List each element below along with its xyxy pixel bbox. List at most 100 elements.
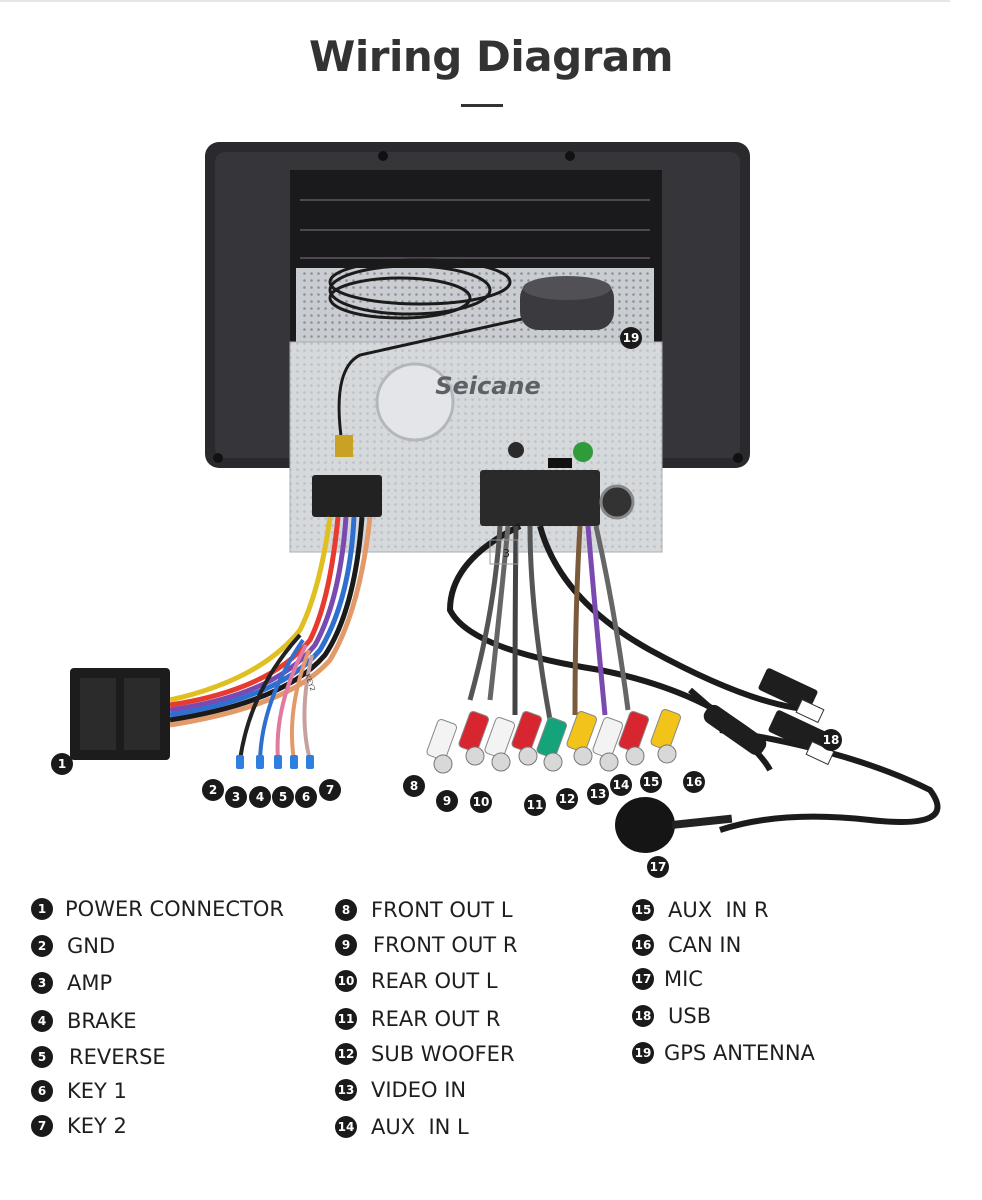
callout-15: 15 [640,771,662,793]
rca-plug-6 [566,711,598,753]
rca-plug-group [426,709,682,774]
rca-plug-tip-7 [599,752,619,772]
rca-plug-tip-8 [625,746,645,766]
antenna-input-jack [599,484,635,520]
can-in-plug [703,704,767,756]
callout-12: 12 [556,788,578,810]
legend-number: 8 [335,899,357,921]
legend-item: 7 KEY 2 [31,1114,127,1138]
rca-plug-1 [426,719,458,761]
legend-item: 5 REVERSE [31,1045,166,1069]
rca-plug-4 [511,711,543,753]
legend-number: 18 [632,1005,654,1027]
callout-19: 19 [620,327,642,349]
av-harness-socket [480,470,600,526]
callout-1: 1 [51,753,73,775]
callout-16: 16 [683,771,705,793]
legend-label: AMP [67,971,113,995]
legend-number: 16 [632,934,654,956]
legend-item: 17 MIC [632,967,703,991]
gps-antenna-port [335,435,353,457]
legend-label: KEY 1 [67,1079,127,1103]
legend-label: BRAKE [67,1009,137,1033]
wiring-illustration: Seicane KEY2 [70,142,941,853]
legend-number: 10 [335,970,357,992]
callout-4: 4 [249,786,271,808]
legend-item: 18 USB [632,1004,711,1028]
microphone [615,797,675,853]
callout-13: 13 [587,783,609,805]
page-title: Wiring Diagram [309,32,673,81]
legend-label: AUX IN R [668,898,769,922]
callout-9: 9 [436,790,458,812]
legend-label: SUB WOOFER [371,1042,515,1066]
rca-plug-3 [484,717,516,759]
legend-number: 5 [31,1046,53,1068]
fly-lead-terminals [236,755,314,769]
legend-item: 2 GND [31,934,115,958]
rca-plug-7 [592,717,624,759]
rca-plug-9 [650,709,682,751]
legend-item: 12 SUB WOOFER [335,1042,515,1066]
legend-number: 1 [31,898,53,920]
callout-2: 2 [202,779,224,801]
legend-label: VIDEO IN [371,1078,467,1102]
callout-10: 10 [470,791,492,813]
callout-3: 3 [225,786,247,808]
legend-label: FRONT OUT L [371,898,513,922]
legend-number: 7 [31,1115,53,1137]
callout-6: 6 [295,786,317,808]
legend-number: 12 [335,1043,357,1065]
legend-number: 15 [632,899,654,921]
brand-watermark: Seicane [435,372,541,400]
legend-number: 17 [632,968,654,990]
legend-number: 14 [335,1116,357,1138]
legend-label: REAR OUT R [371,1007,501,1031]
legend-label: AUX IN L [371,1115,469,1139]
legend-number: 4 [31,1010,53,1032]
legend-number: 9 [335,934,357,956]
legend-item: 14 AUX IN L [335,1115,469,1139]
rca-plug-8 [618,711,650,753]
legend-item: 8 FRONT OUT L [335,898,513,922]
legend-number: 2 [31,935,53,957]
callout-11: 11 [524,794,546,816]
legend-number: 3 [31,972,53,994]
rca-plug-tip-5 [543,752,563,772]
rca-plug-tip-9 [657,744,677,764]
legend-item: 3 AMP [31,971,112,995]
legend-label: FRONT OUT R [373,933,518,957]
legend-item: 15 AUX IN R [632,898,769,922]
callout-8: 8 [403,775,425,797]
legend-number: 11 [335,1008,357,1030]
legend-item: 9 FRONT OUT R [335,933,517,957]
title-underline [461,104,503,107]
legend-label: GND [67,934,116,958]
legend-label: POWER CONNECTOR [65,897,284,921]
legend-label: MIC [664,967,703,991]
legend-label: REVERSE [69,1045,166,1069]
legend-label: CAN IN [668,933,742,957]
callout-7: 7 [319,779,341,801]
rca-plug-tip-2 [465,746,485,766]
callout-14: 14 [610,774,632,796]
rca-plug-tip-4 [518,746,538,766]
legend-item: 1 POWER CONNECTOR [31,897,284,921]
legend-number: 19 [632,1042,654,1064]
rca-plug-tip-6 [573,746,593,766]
rca-plug-5 [536,717,568,759]
harness-tag-3: 3 [503,547,510,560]
top-divider [0,0,950,2]
legend-item: 16 CAN IN [632,933,741,957]
power-harness-socket [312,475,382,517]
rca-plug-tip-3 [491,752,511,772]
legend-label: USB [668,1004,712,1028]
legend-label: KEY 2 [67,1114,127,1138]
legend-item: 4 BRAKE [31,1009,137,1033]
callout-5: 5 [272,786,294,808]
callout-17: 17 [647,856,669,878]
